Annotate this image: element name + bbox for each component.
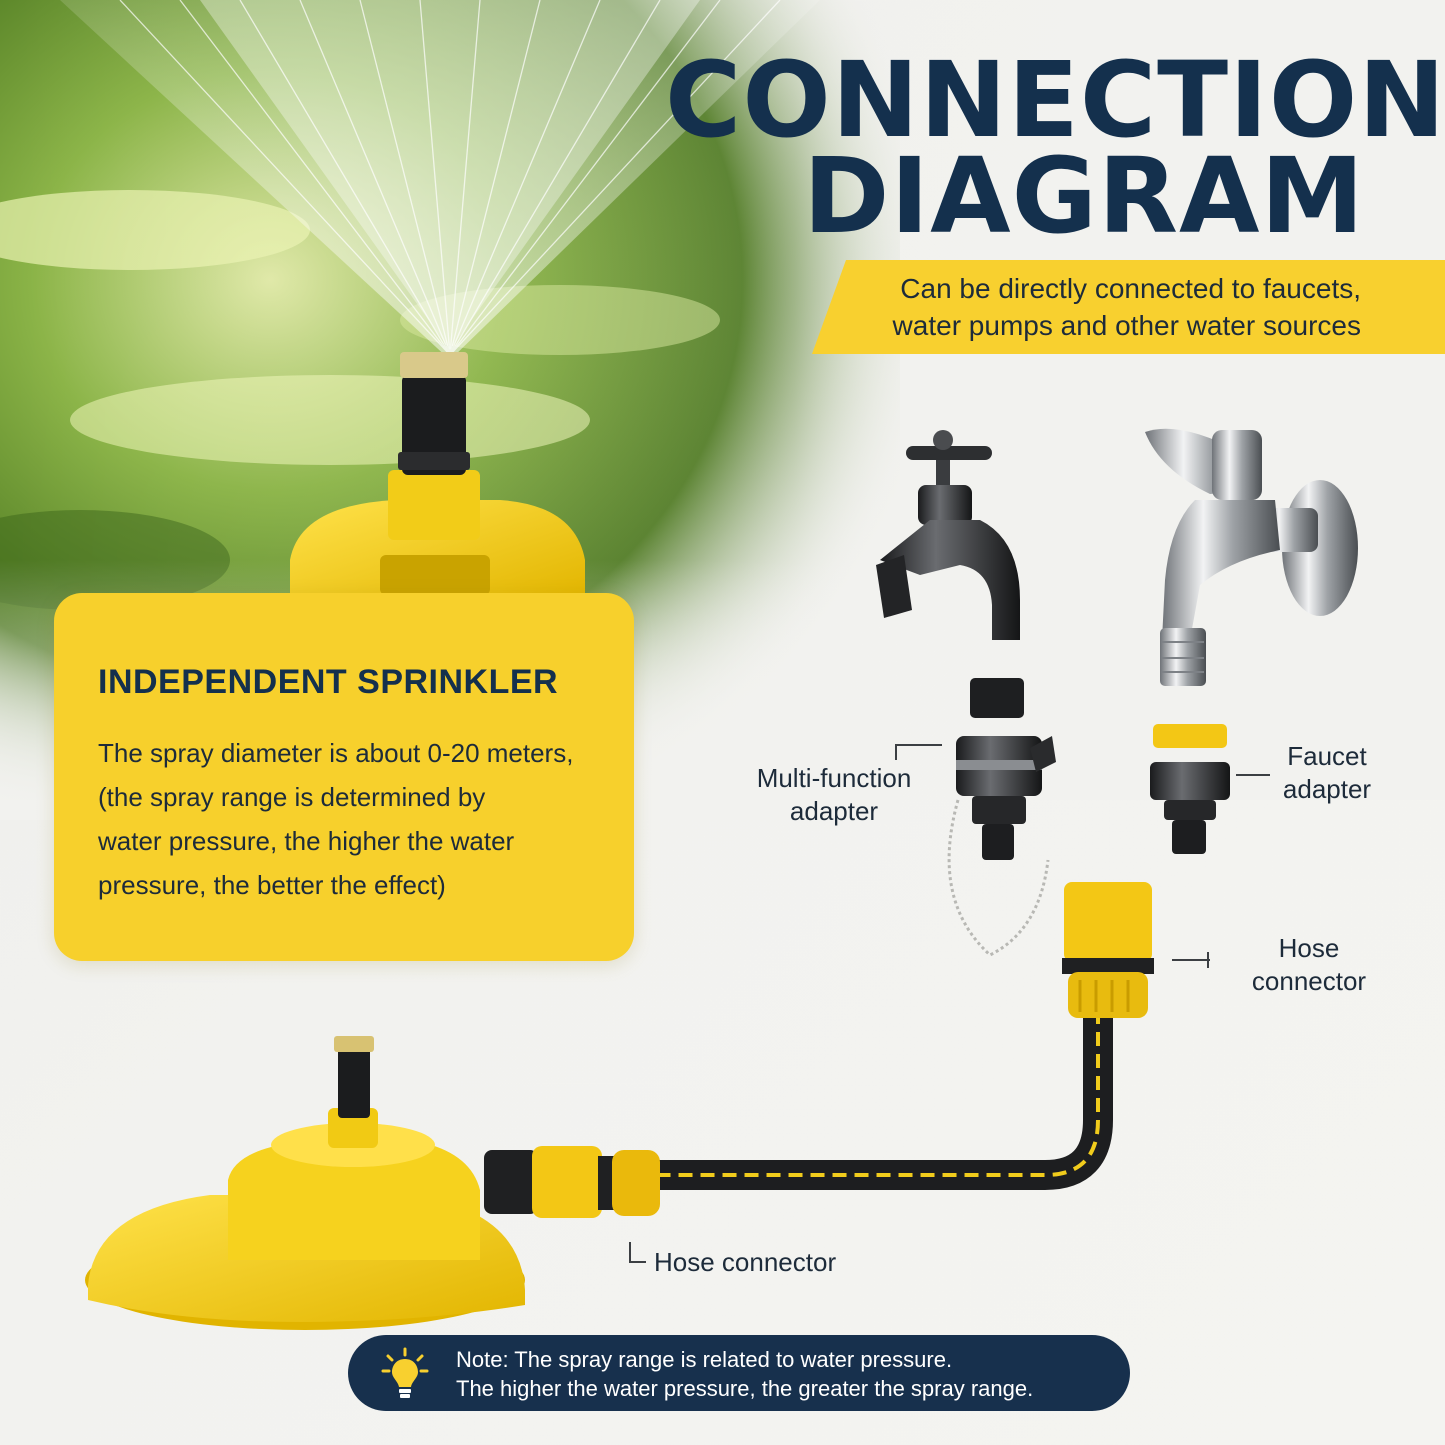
faucet-adapter-label: Faucet adapter xyxy=(1266,740,1388,806)
faucet-cross-handle-icon xyxy=(876,430,1020,640)
compatibility-banner-text: Can be directly connected to faucets, wa… xyxy=(801,270,1361,344)
card-body-line: pressure, the better the effect) xyxy=(98,870,446,900)
lightbulb-icon xyxy=(381,1347,429,1398)
background-sprinkler xyxy=(290,352,585,600)
label-line: Faucet xyxy=(1287,741,1367,771)
note-line-2: The higher the water pressure, the great… xyxy=(456,1376,1034,1401)
hose-connector-label-bottom: Hose connector xyxy=(654,1247,837,1277)
card-body: The spray diameter is about 0-20 meters,… xyxy=(98,731,618,907)
label-line: adapter xyxy=(789,796,879,826)
hose-connector-label-right: Hose connector xyxy=(1236,932,1382,998)
label-line: adapter xyxy=(1282,774,1372,804)
card-body-line: water pressure, the higher the water xyxy=(98,826,515,856)
title-line-1: CONNECTION xyxy=(665,39,1445,161)
independent-sprinkler-card: INDEPENDENT SPRINKLER The spray diameter… xyxy=(54,593,634,961)
card-body-line: (the spray range is determined by xyxy=(98,782,486,812)
compatibility-banner xyxy=(812,260,1445,354)
hose-icon xyxy=(625,882,1154,1190)
note-text: Note: The spray range is related to wate… xyxy=(456,1345,1116,1403)
banner-line-2: water pumps and other water sources xyxy=(892,310,1361,341)
water-spray xyxy=(60,0,820,360)
label-line: Hose xyxy=(1278,933,1340,963)
label-line: Multi-function xyxy=(756,763,912,793)
pressure-note: Note: The spray range is related to wate… xyxy=(348,1335,1130,1411)
card-body-line: The spray diameter is about 0-20 meters, xyxy=(98,738,574,768)
faucet-adapter-icon xyxy=(1150,724,1230,854)
note-line-1: Note: The spray range is related to wate… xyxy=(456,1347,953,1372)
faucet-lever-icon xyxy=(1145,428,1358,686)
card-heading: INDEPENDENT SPRINKLER xyxy=(98,663,559,701)
title-line-2: DIAGRAM xyxy=(803,135,1365,257)
multi-function-adapter-icon xyxy=(947,678,1056,957)
multi-function-adapter-label: Multi-function adapter xyxy=(744,762,924,828)
sprinkler-icon xyxy=(85,1036,660,1330)
callout-lines xyxy=(629,744,1270,1263)
label-line: connector xyxy=(1251,966,1367,996)
page-title: CONNECTION DIAGRAM xyxy=(665,39,1445,257)
banner-line-1: Can be directly connected to faucets, xyxy=(900,273,1361,304)
